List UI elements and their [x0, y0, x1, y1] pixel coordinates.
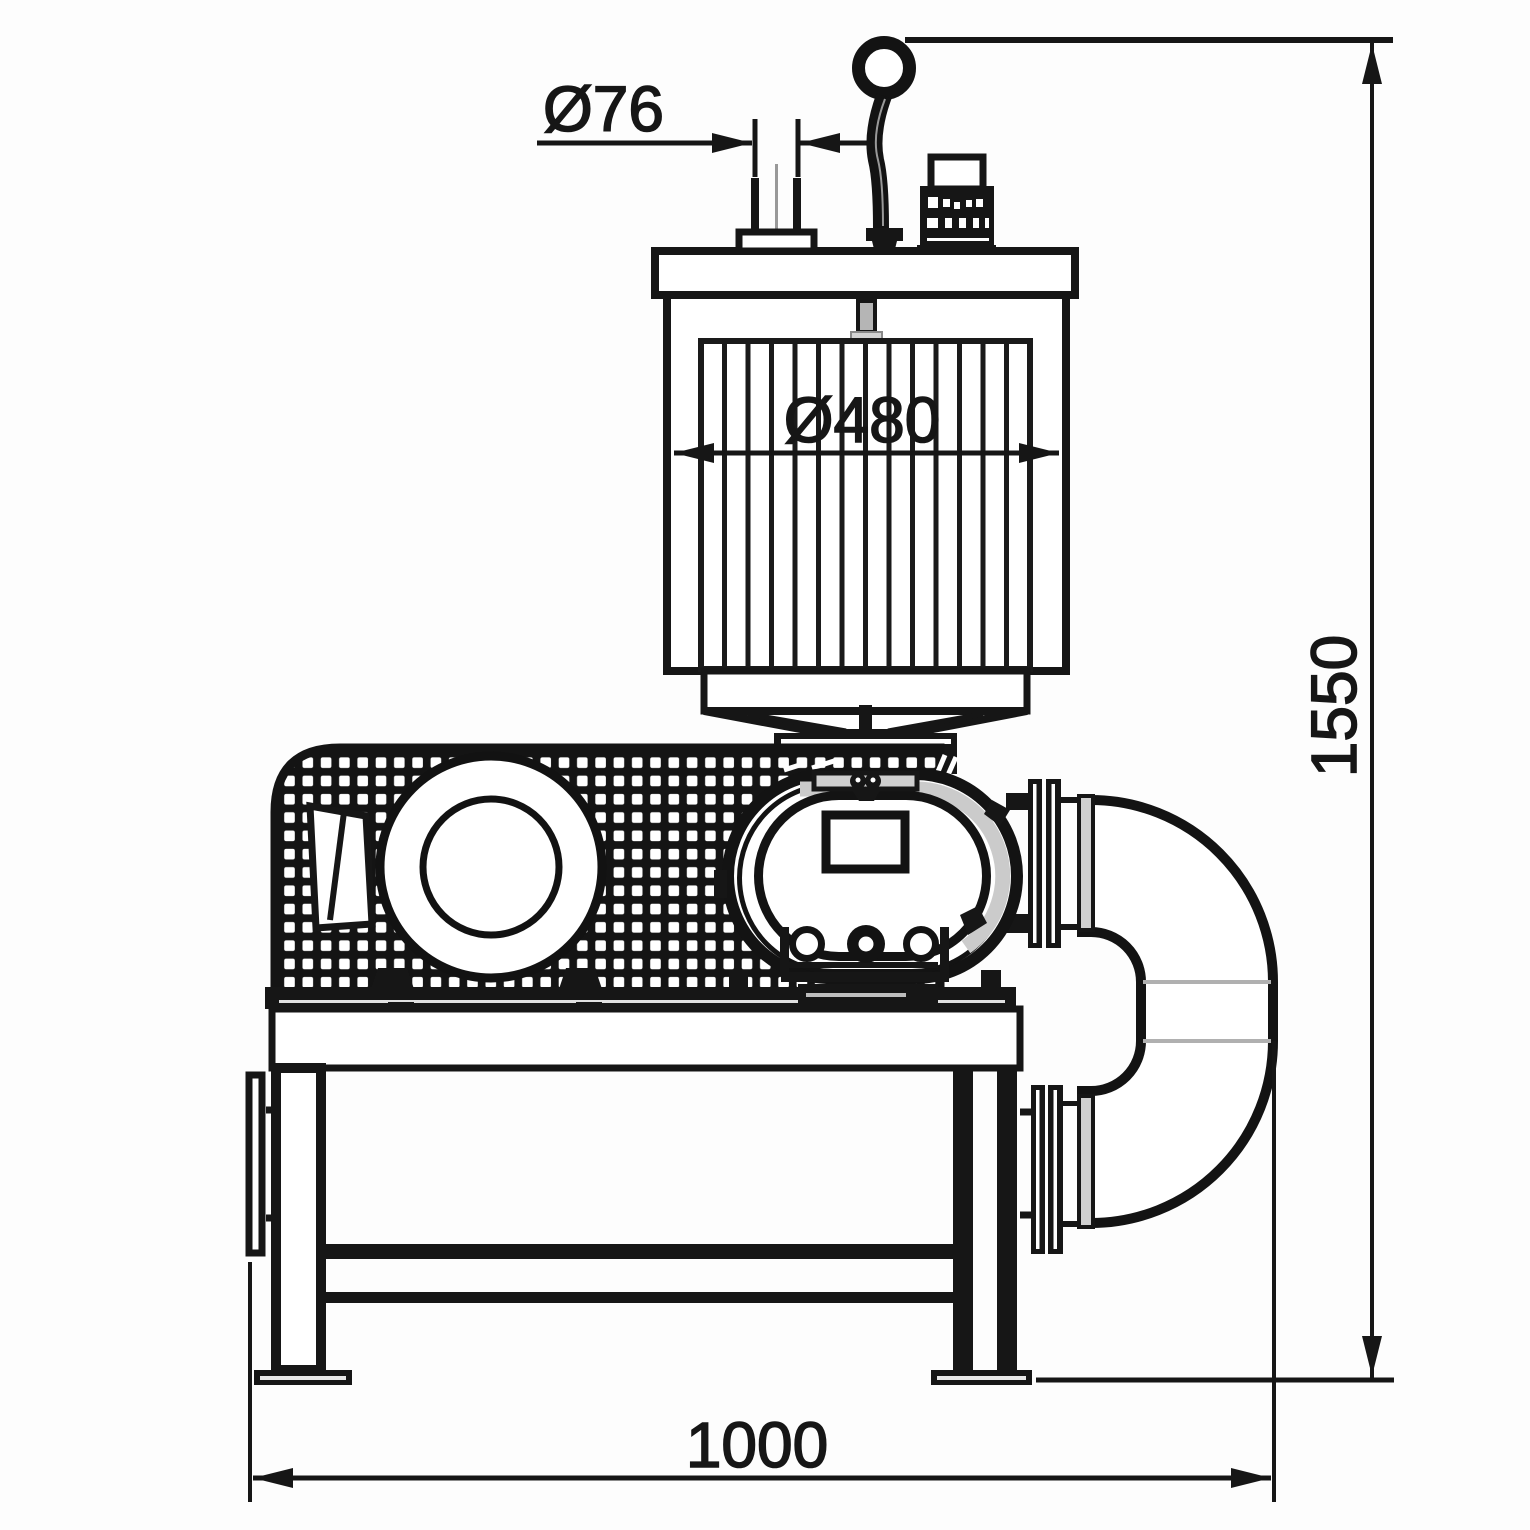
svg-text:Ø76: Ø76: [543, 73, 664, 145]
svg-text:Ø480: Ø480: [784, 384, 941, 456]
svg-text:1000: 1000: [686, 1409, 828, 1481]
svg-text:1550: 1550: [1298, 635, 1370, 777]
